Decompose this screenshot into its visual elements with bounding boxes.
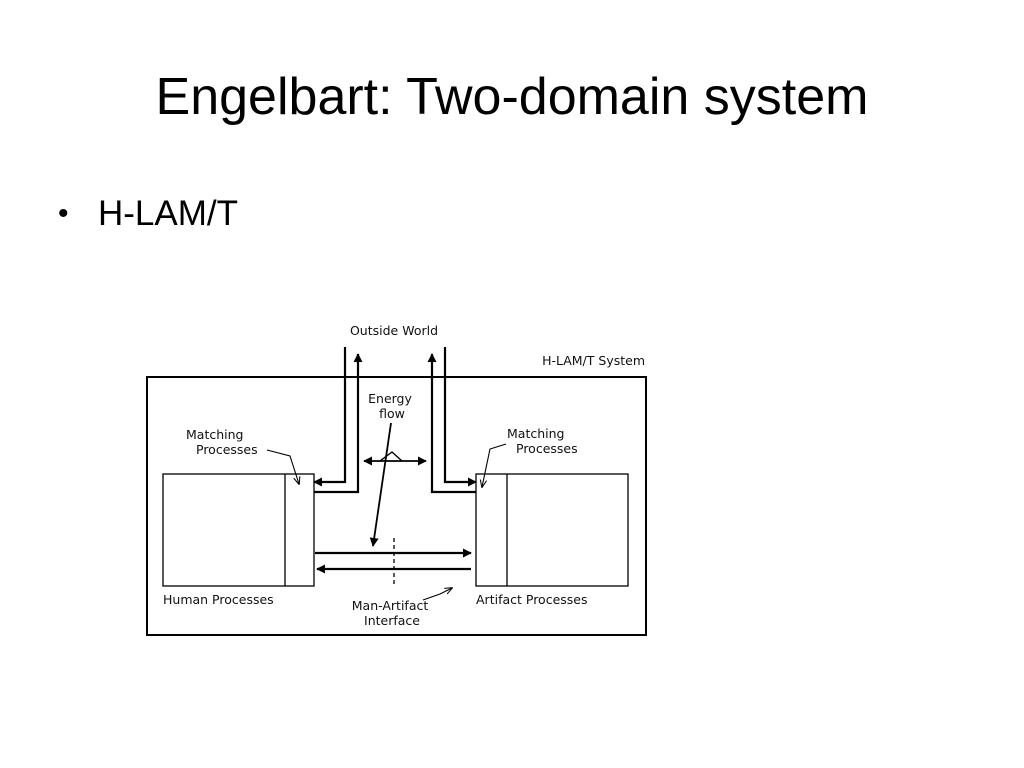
bullet-dot-icon: •	[58, 197, 69, 230]
system-boundary-box	[146, 376, 647, 636]
energy-flow-label: Energy flow	[368, 391, 416, 421]
artifact-processes-label: Artifact Processes	[476, 592, 588, 607]
leader-lines	[266, 443, 507, 601]
human-processes-label: Human Processes	[163, 592, 274, 607]
right-outside-channel	[427, 347, 477, 494]
slide-title: Engelbart: Two-domain system	[155, 68, 869, 126]
bullet-text: H-LAM/T	[98, 194, 238, 233]
bullet-item: • H-LAM/T	[58, 190, 238, 238]
outside-world-label: Outside World	[350, 323, 438, 338]
man-artifact-interface-label: Man-Artifact Interface	[352, 598, 433, 628]
left-outside-channel	[313, 347, 363, 494]
energy-flow-arrow	[363, 451, 427, 466]
system-label: H-LAM/T System	[542, 353, 645, 368]
matching-processes-left-label: Matching Processes	[186, 427, 258, 457]
human-processes-box	[162, 473, 315, 587]
artifact-processes-box	[475, 473, 629, 587]
bullet-list: • H-LAM/T	[58, 190, 238, 238]
energy-flow-pointer	[369, 422, 392, 547]
matching-processes-right-label: Matching Processes	[507, 426, 578, 456]
